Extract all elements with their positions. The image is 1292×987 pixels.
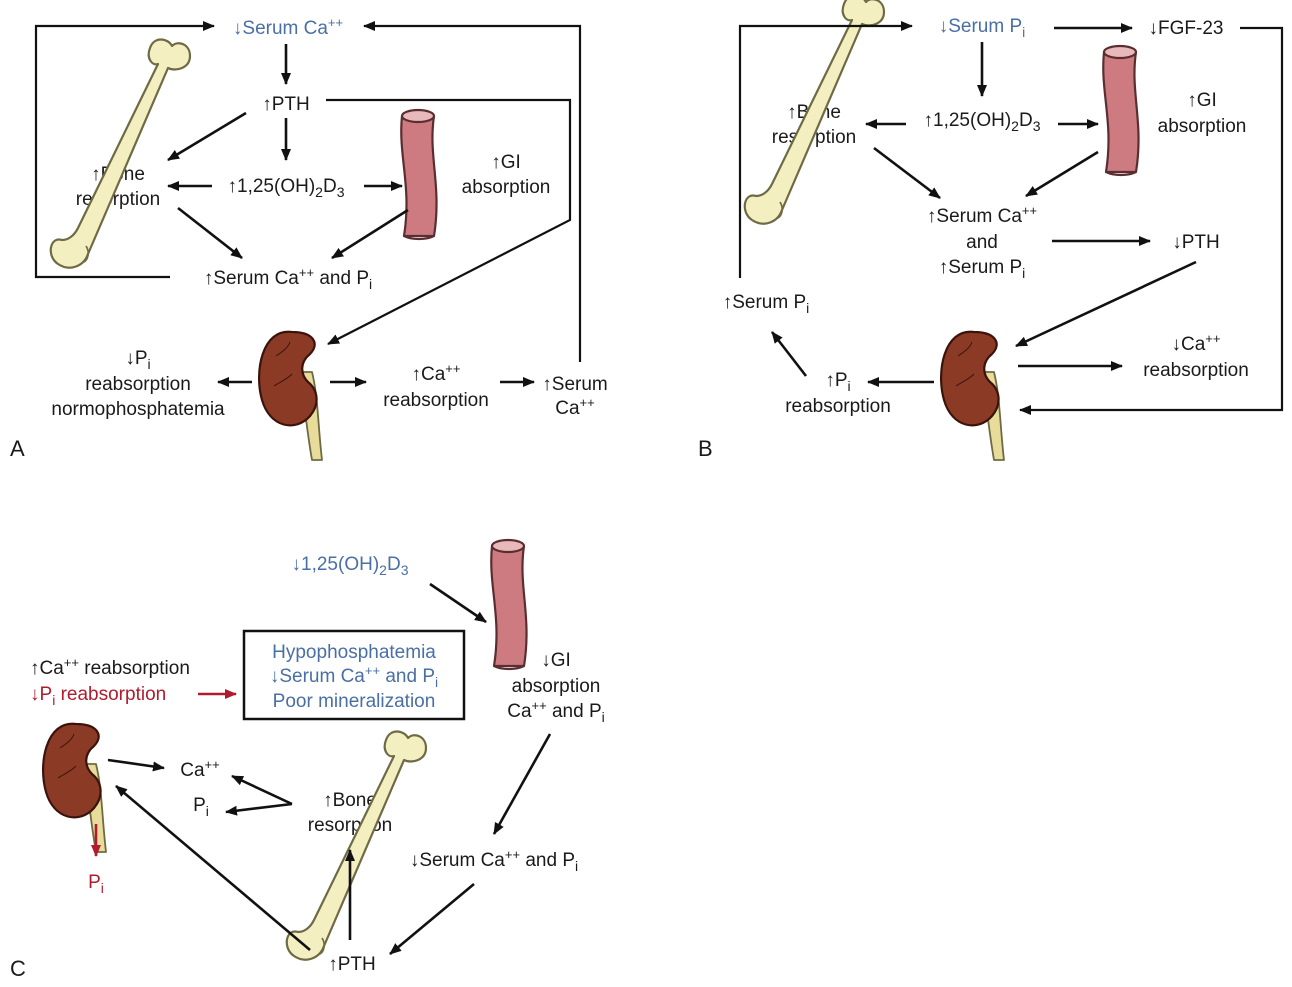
c-outcome-box: [242, 629, 466, 721]
b-ca-reabsorption-line1: ↓Ca++: [1172, 331, 1221, 355]
a-arrow-pth-to-kidney: [326, 98, 572, 345]
c-pi-label: Pi: [193, 795, 209, 819]
c-arrow-bone-to-pi: [225, 802, 293, 816]
b-serum-line3: ↑Serum Pi: [939, 257, 1026, 281]
b-pi-reabsorption-line1: ↑Pi: [825, 370, 850, 394]
b-vitamin-d-label: ↑1,25(OH)2D3: [924, 110, 1041, 134]
a-vitamin-d-label: ↑1,25(OH)2D3: [228, 176, 345, 200]
b-ca-reabsorption-line2: reabsorption: [1143, 360, 1249, 381]
c-gi-line1: ↓GI: [541, 650, 571, 671]
a-ca-reabsorption-line1: ↑Ca++: [412, 361, 461, 385]
c-arrow-vitd-to-gi: [429, 582, 487, 624]
a-pi-reabsorption-line2: reabsorption: [85, 374, 191, 395]
a-serum-ca-label: ↓Serum Ca++: [233, 15, 343, 39]
a-arrow-gi-to-serum: [331, 208, 409, 260]
c-arrow-bone-to-ca: [231, 774, 293, 806]
panel-a-letter: A: [10, 436, 25, 461]
a-bone-icon: [49, 38, 192, 269]
c-ca-reabsorption-label: ↑Ca++ reabsorption: [30, 655, 190, 679]
a-ca-reabsorption-line2: reabsorption: [383, 390, 489, 411]
b-serum-line2: and: [966, 232, 998, 253]
b-arrow-pth-to-kidney: [1015, 260, 1197, 348]
c-intestine-icon: [490, 538, 528, 671]
a-intestine-icon: [400, 108, 438, 241]
b-intestine-icon: [1102, 44, 1140, 177]
c-bone-icon: [285, 730, 428, 961]
c-pi-excreted-label: Pi: [88, 872, 104, 896]
c-bone-resorption-line1: ↑Bone: [323, 790, 377, 811]
a-gi-absorption-line2: absorption: [462, 177, 551, 198]
c-vitamin-d-label: ↓1,25(OH)2D3: [292, 554, 409, 578]
a-pi-reabsorption-line1: ↓Pi: [125, 348, 150, 372]
b-pi-reabsorption-line2: reabsorption: [785, 396, 891, 417]
b-gi-absorption-line1: ↑GI: [1187, 90, 1217, 111]
b-bone-icon: [743, 0, 886, 225]
a-pi-reabsorption-line3: normophosphatemia: [51, 399, 225, 420]
c-serum-label: ↓Serum Ca++ and Pi: [410, 847, 578, 874]
c-pi-reabsorption-label: ↓Pi reabsorption: [30, 684, 166, 708]
c-arrow-pth-to-kidney: [115, 785, 311, 951]
b-arrow-gi-to-serum: [1025, 150, 1099, 198]
a-serum-ca-out-line2: Ca++: [555, 395, 594, 419]
b-pth-label: ↓PTH: [1172, 232, 1220, 253]
b-fgf23-label: ↓FGF-23: [1149, 18, 1224, 39]
b-arrow-fgf-to-kidney: [1019, 26, 1284, 415]
b-serum-line1: ↑Serum Ca++: [927, 203, 1037, 227]
b-serum-pi-label: ↓Serum Pi: [939, 16, 1026, 40]
a-pth-label: ↑PTH: [262, 94, 310, 115]
panel-b: B ↓Serum Pi ↓FGF-23 ↑1,25(OH)2D3 ↑Bone r…: [698, 0, 1284, 462]
b-gi-absorption-line2: absorption: [1158, 116, 1247, 137]
c-gi-line3: Ca++ and Pi: [507, 698, 605, 725]
a-feedback-serum-to-top: [34, 21, 215, 279]
b-kidney-icon: [939, 330, 1006, 462]
c-box-line2: ↓Serum Ca++ and Pi: [270, 663, 438, 690]
a-gi-absorption-line1: ↑GI: [491, 152, 521, 173]
panel-c: C ↓1,25(OH)2D3 Hypophosphatemia ↓Serum C…: [10, 538, 605, 981]
panel-b-letter: B: [698, 436, 713, 461]
a-serum-ca-out-line1: ↑Serum: [542, 374, 607, 395]
c-ca-label: Ca++: [180, 757, 219, 781]
b-serum-pi-up-label: ↑Serum Pi: [723, 292, 810, 316]
c-gi-line2: absorption: [512, 676, 601, 697]
panel-c-letter: C: [10, 956, 26, 981]
a-arrow-pth-to-bone: [167, 111, 247, 162]
c-arrow-kidney-to-ca: [107, 758, 165, 772]
c-pth-label: ↑PTH: [328, 954, 376, 975]
a-serum-ca-pi-label: ↑Serum Ca++ and Pi: [204, 265, 372, 292]
c-arrow-gi-to-serum: [492, 733, 552, 835]
c-box-line3: Poor mineralization: [273, 691, 436, 712]
panel-a: A ↓Serum Ca++ ↑PTH ↑Bone resorption ↑1,2…: [10, 15, 608, 462]
b-feedback-serum-to-top: [738, 21, 913, 278]
c-box-line1: Hypophosphatemia: [272, 642, 436, 663]
c-arrow-serum-to-pth: [389, 883, 475, 955]
b-arrow-pi-to-serum: [770, 331, 808, 377]
a-feedback-serum-out-to-top: [363, 21, 582, 362]
a-kidney-icon: [257, 330, 324, 462]
a-arrow-bone-to-serum: [177, 206, 243, 260]
b-arrow-bone-to-serum: [873, 146, 941, 200]
